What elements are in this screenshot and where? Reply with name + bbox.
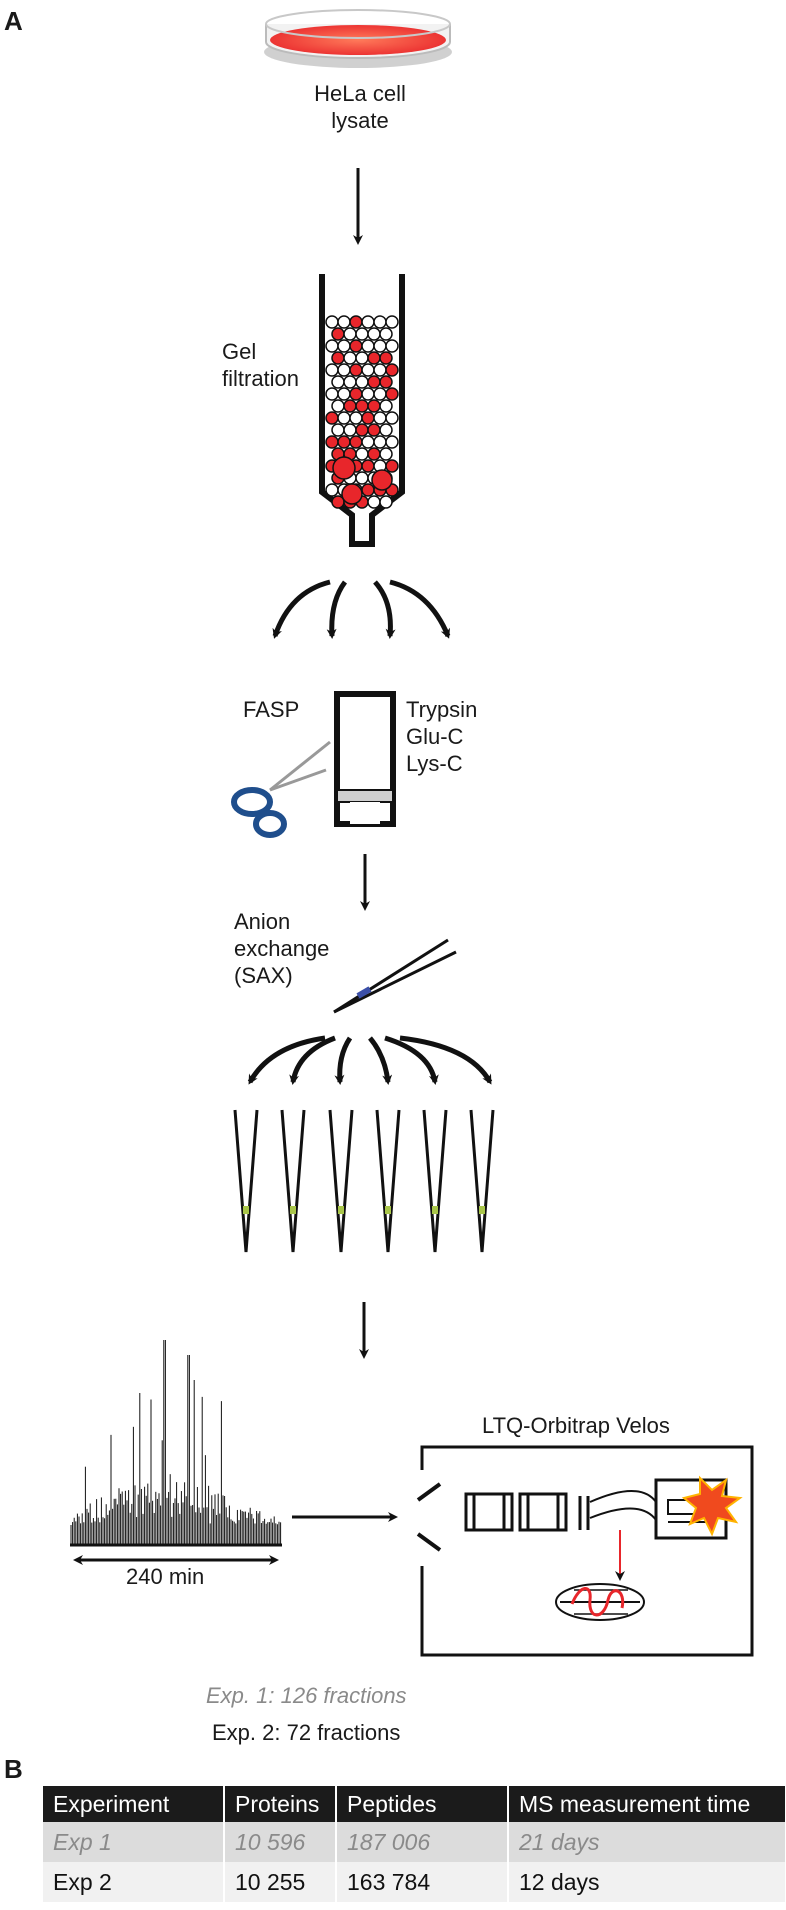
exp1-fractions-label: Exp. 1: 126 fractions [206, 1683, 407, 1708]
enzymes-label: Trypsin Glu-C Lys-C [406, 697, 478, 776]
cell-proteins: 10 596 [223, 1822, 336, 1862]
stage-tip [233, 1109, 259, 1253]
mass-spectrometer-icon [416, 1445, 754, 1657]
sax-fraction-arrows [247, 1035, 493, 1085]
table-row: Exp 2 10 255 163 784 12 days [43, 1862, 785, 1902]
sax-tip-icon [333, 938, 457, 1014]
panel-label-b: B [4, 1754, 23, 1784]
stage-tip [422, 1109, 448, 1253]
workflow-diagram [70, 9, 754, 1657]
results-table: Experiment Proteins Peptides MS measurem… [43, 1786, 785, 1902]
cell-experiment: Exp 1 [43, 1822, 224, 1862]
header-peptides: Peptides [335, 1786, 508, 1822]
stage-tip [469, 1109, 495, 1253]
cell-peptides: 163 784 [335, 1862, 508, 1902]
exp2-fractions-label: Exp. 2: 72 fractions [212, 1720, 401, 1745]
petri-dish-icon [264, 9, 452, 68]
gel-filtration-label: Gel filtration [222, 339, 300, 391]
header-proteins: Proteins [223, 1786, 336, 1822]
time-label: 240 min [126, 1564, 205, 1589]
sax-label: Anion exchange (SAX) [234, 909, 330, 988]
cell-proteins: 10 255 [223, 1862, 336, 1902]
gel-fraction-arrows [272, 579, 451, 639]
cell-experiment: Exp 2 [43, 1862, 224, 1902]
collision-burst-icon [681, 1475, 743, 1537]
stage-tips [233, 1109, 495, 1253]
cell-ms-time: 12 days [507, 1862, 785, 1902]
header-ms-time: MS measurement time [507, 1786, 785, 1822]
scissors-icon [231, 740, 331, 838]
header-experiment: Experiment [43, 1786, 224, 1822]
fasp-label: FASP [243, 697, 300, 722]
stage-tip [280, 1109, 306, 1253]
table-header-row: Experiment Proteins Peptides MS measurem… [43, 1786, 785, 1822]
chromatogram [70, 1340, 282, 1565]
fasp-filter-icon [334, 691, 396, 827]
table-row: Exp 1 10 596 187 006 21 days [43, 1822, 785, 1862]
cell-peptides: 187 006 [335, 1822, 508, 1862]
gel-column-icon [319, 274, 405, 547]
lysate-label: HeLa cell lysate [314, 81, 406, 133]
stage-tip [375, 1109, 401, 1253]
panel-label-a: A [4, 6, 23, 36]
instrument-label: LTQ-Orbitrap Velos [482, 1413, 670, 1438]
cell-ms-time: 21 days [507, 1822, 785, 1862]
stage-tip [328, 1109, 354, 1253]
